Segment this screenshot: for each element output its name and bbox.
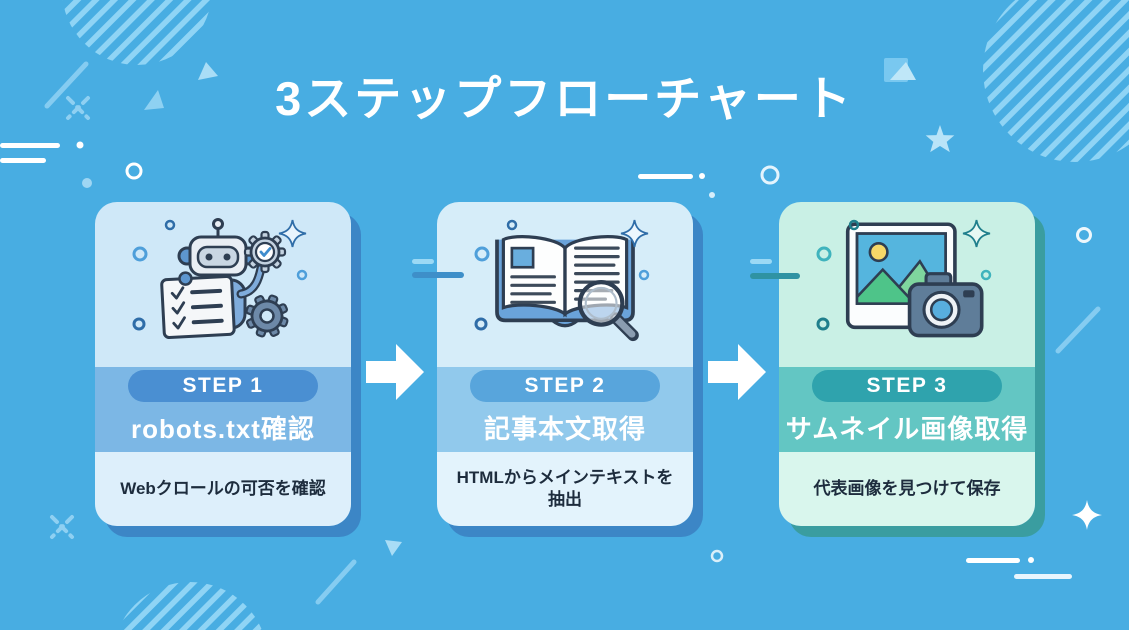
sparkle-icon bbox=[962, 219, 991, 248]
striped-circle-top-left bbox=[62, 0, 212, 65]
step-badge: STEP 1 bbox=[128, 370, 318, 402]
arrow-right-icon bbox=[366, 344, 424, 400]
step-card-2: STEP 2 記事本文取得 HTMLからメインテキストを抽出 bbox=[437, 202, 693, 526]
step-description: HTMLからメインテキストを抽出 bbox=[437, 452, 693, 526]
sparkle-icon bbox=[620, 219, 649, 248]
step-card-1: STEP 1 robots.txt確認 Webクロールの可否を確認 bbox=[95, 202, 351, 526]
diagonal-line bbox=[315, 559, 357, 605]
sparkle-icon bbox=[1072, 500, 1102, 530]
gap-dash bbox=[412, 259, 434, 264]
white-dash bbox=[966, 558, 1020, 563]
striped-circle-top-right bbox=[983, 0, 1129, 162]
step-title: 記事本文取得 bbox=[483, 414, 646, 444]
step-title: robots.txt確認 bbox=[131, 414, 315, 444]
step-title: サムネイル画像取得 bbox=[785, 414, 1029, 444]
step-description: 代表画像を見つけて保存 bbox=[779, 452, 1035, 526]
cross-mark bbox=[66, 96, 90, 120]
step-card-3: STEP 3 サムネイル画像取得 代表画像を見つけて保存 bbox=[779, 202, 1035, 526]
arrow-right-icon bbox=[708, 344, 766, 400]
striped-circle-bottom bbox=[118, 582, 262, 630]
star-decor bbox=[925, 125, 955, 153]
step1-band: STEP 1 robots.txt確認 bbox=[95, 367, 351, 452]
ring-decor bbox=[760, 165, 780, 185]
white-dash bbox=[638, 174, 693, 179]
blue-dot bbox=[82, 178, 92, 188]
gap-dash bbox=[750, 259, 772, 264]
step-description: Webクロールの可否を確認 bbox=[95, 452, 351, 526]
white-dot bbox=[1028, 557, 1034, 563]
cross-mark bbox=[50, 515, 74, 539]
triangle-decor bbox=[198, 62, 218, 80]
triangle-decor bbox=[144, 90, 164, 110]
white-dot bbox=[76, 141, 84, 149]
step2-icon-area bbox=[437, 202, 693, 367]
card-mini-decorations bbox=[132, 219, 308, 331]
ring-decor bbox=[1076, 227, 1092, 243]
book-magnifier-icon bbox=[495, 235, 639, 342]
gap-dash bbox=[750, 273, 800, 279]
ring-decor bbox=[710, 549, 724, 563]
page-title: 3ステップフローチャート bbox=[275, 72, 854, 125]
step2-band: STEP 2 記事本文取得 bbox=[437, 367, 693, 452]
gap-dash bbox=[412, 272, 464, 278]
white-dash bbox=[0, 143, 60, 148]
step1-icon-area bbox=[95, 202, 351, 367]
white-dot bbox=[699, 173, 705, 179]
robot-checklist-icon bbox=[160, 218, 289, 340]
card-mini-decorations bbox=[816, 219, 992, 331]
photo-camera-icon bbox=[845, 222, 984, 338]
white-dash bbox=[1014, 574, 1072, 579]
step3-icon-area bbox=[779, 202, 1035, 367]
step3-band: STEP 3 サムネイル画像取得 bbox=[779, 367, 1035, 452]
diagonal-line bbox=[44, 61, 89, 109]
card-mini-decorations bbox=[474, 219, 650, 331]
step-badge: STEP 2 bbox=[470, 370, 660, 402]
triangle-decor bbox=[890, 62, 916, 80]
sparkle-icon bbox=[278, 219, 307, 248]
triangle-decor bbox=[385, 540, 402, 556]
step-badge: STEP 3 bbox=[812, 370, 1002, 402]
diagonal-line bbox=[1055, 306, 1101, 354]
white-dash bbox=[0, 158, 46, 163]
white-dot bbox=[709, 192, 715, 198]
ring-decor bbox=[125, 162, 143, 180]
